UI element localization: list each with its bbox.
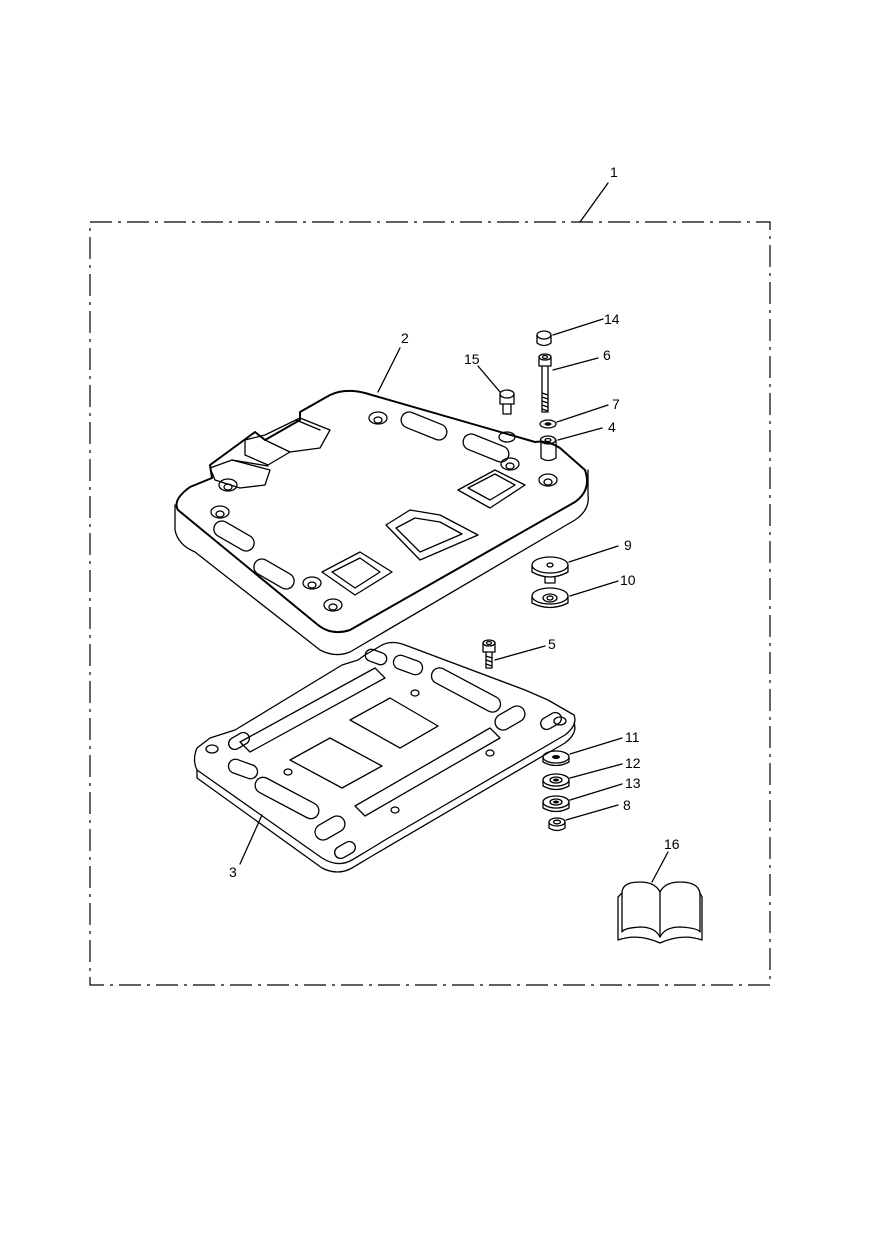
callout-4: 4 <box>608 419 616 435</box>
callout-12: 12 <box>625 755 641 771</box>
callout-6: 6 <box>603 347 611 363</box>
callout-7: 7 <box>612 396 620 412</box>
callout-3: 3 <box>229 864 237 880</box>
callout-9: 9 <box>624 537 632 553</box>
callout-10: 10 <box>620 572 636 588</box>
washer-13-part <box>542 795 570 813</box>
cap-part <box>536 330 552 347</box>
callout-8: 8 <box>623 797 631 813</box>
washer-11-part <box>542 750 570 767</box>
callout-2: 2 <box>401 330 409 346</box>
callout-14: 14 <box>604 311 620 327</box>
open-book-icon <box>617 881 703 944</box>
short-bolt-part <box>482 639 496 669</box>
washer-7-part <box>539 419 557 429</box>
rubber-mount-10-part <box>531 587 569 609</box>
callout-13: 13 <box>625 775 641 791</box>
spacer-part <box>539 435 557 462</box>
rubber-mount-9-part <box>531 556 569 584</box>
callout-5: 5 <box>548 636 556 652</box>
callout-labels: 1 2 3 4 5 6 7 8 9 10 11 12 13 14 15 16 <box>229 164 680 880</box>
kit-boundary <box>89 221 771 986</box>
mounting-plate-part <box>193 641 576 873</box>
leader-lines <box>239 182 669 883</box>
callout-15: 15 <box>464 351 480 367</box>
adaptor-plate-part <box>174 389 589 656</box>
washer-12-part <box>542 773 570 791</box>
callout-1: 1 <box>610 164 618 180</box>
long-bolt-part <box>538 353 552 413</box>
bolt-15-part <box>499 389 515 415</box>
callout-16: 16 <box>664 836 680 852</box>
nut-part <box>548 817 566 832</box>
callout-11: 11 <box>625 729 640 745</box>
